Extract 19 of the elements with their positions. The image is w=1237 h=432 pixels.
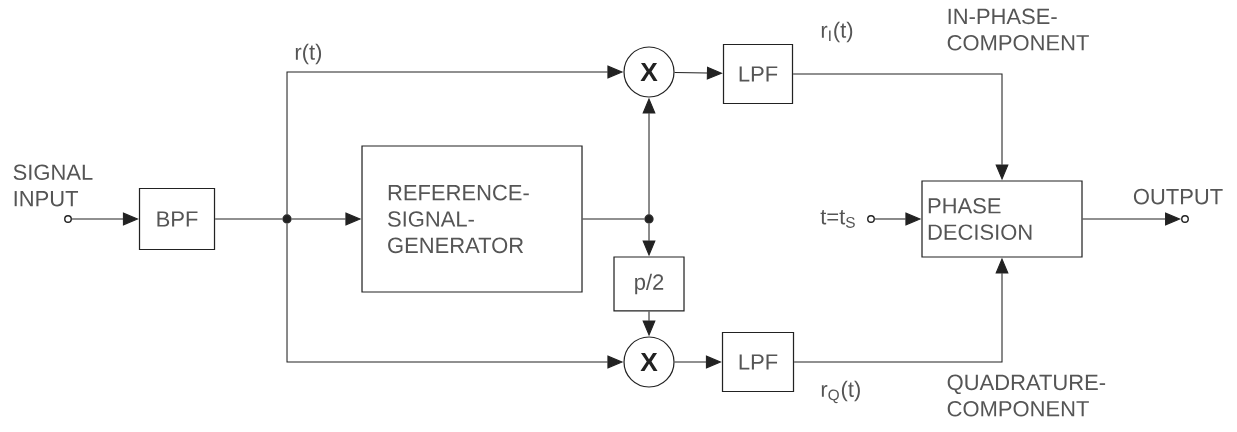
filter-box: BPF — [138, 187, 216, 251]
edge-label: r(t) — [292, 42, 325, 66]
output-terminal — [1181, 215, 1189, 223]
signal-label: QUADRATURE-COMPONENT — [947, 374, 1106, 417]
arrow — [1082, 212, 1181, 226]
terminal-label: SIGNAL INPUT — [13, 164, 93, 207]
terminal-label: t=t$_{S}$ — [820, 210, 855, 228]
edge-label: r$_{I}$(t) — [818, 20, 856, 44]
phase-shift-box: p/2 — [613, 256, 685, 312]
input-terminal — [64, 215, 72, 223]
filter-box: LPF — [722, 43, 794, 105]
input-terminal — [867, 215, 875, 223]
generator-box: REFERENCE-SIGNAL-GENERATOR — [361, 145, 583, 293]
filter-box: LPF — [721, 331, 795, 393]
signal-label: IN-PHASE-COMPONENT — [947, 8, 1089, 51]
decision-box: PHASE DECISION — [921, 180, 1083, 258]
edge-label: r$_{Q}$(t) — [818, 379, 863, 405]
arrow — [71, 212, 139, 226]
terminal-label: OUTPUT — [1133, 188, 1223, 205]
